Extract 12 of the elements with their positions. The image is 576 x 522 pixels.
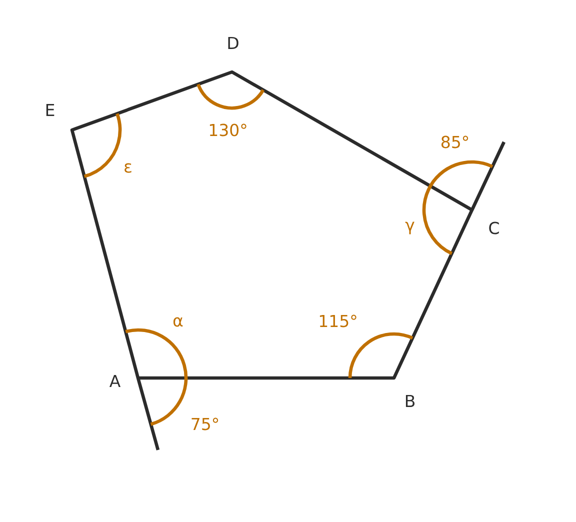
angle-label: 130°	[210, 124, 246, 136]
angle-label: α	[173, 317, 183, 327]
vertex-label: D	[228, 36, 238, 49]
vertex-label: E	[46, 104, 54, 116]
vertex-label: B	[406, 394, 414, 407]
angle-label: ε	[124, 163, 132, 173]
vertex-label: C	[489, 222, 499, 234]
angle-label: 115°	[320, 314, 356, 328]
angle-label: 85°	[442, 136, 468, 148]
vertex-label: A	[109, 374, 121, 387]
angle-label: γ	[405, 222, 414, 234]
angle-label: 75°	[192, 418, 218, 430]
